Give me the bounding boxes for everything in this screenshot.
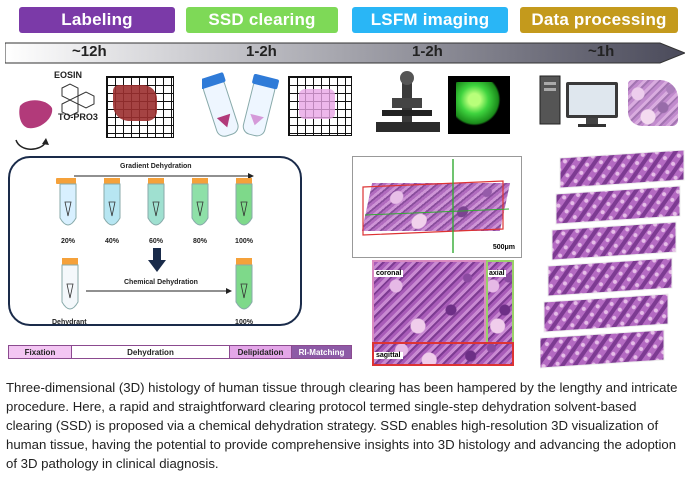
final-tube [235,258,253,310]
gradient-step-60: 60% [148,238,163,245]
time-labeling: ~12h [72,43,107,60]
time-clearing: 1-2h [246,43,277,60]
time-imaging: 1-2h [412,43,443,60]
computer-icon [539,75,618,127]
stage-data-processing: Data processing [520,7,678,33]
gradient-step-80: 80% [192,238,207,245]
down-arrow-icon [148,248,166,272]
gradient-step-100: 100% [235,238,253,245]
bar-fixation: Fixation [8,345,72,359]
stage-labeling: Labeling [19,7,175,33]
curved-arrow-icon [15,138,49,150]
dye-topro3-label: TO-PRO3 [58,112,98,122]
gradient-arrow [74,173,254,179]
bar-ri-matching: RI-Matching [292,345,352,359]
gradient-dehydration-title: Gradient Dehydration [120,163,192,170]
labeled-tissue-grid-image [106,76,174,138]
chemical-arrow [86,288,232,294]
stage-ssd-clearing: SSD clearing [186,7,338,33]
dye-eosin-label: EOSIN [54,70,83,80]
liver-tissue-icon [19,100,53,129]
dehydrant-label: Dehydrant [52,319,87,326]
cleared-tissue-grid-image [288,76,352,136]
time-processing: ~1h [588,43,615,60]
microscope-icon [376,71,440,132]
axial-view: axial [486,260,514,344]
chemical-end-label: 100% [235,319,253,326]
sagittal-view: sagittal [372,342,514,366]
axial-label: axial [488,270,506,277]
stage-lsfm-imaging: LSFM imaging [352,7,508,33]
dehydrant-tube [61,258,79,310]
gradient-tubes [56,178,253,226]
chemical-dehydration-title: Chemical Dehydration [124,279,198,286]
dehydration-panel [8,156,302,326]
volume-render-panel: 500μm [352,156,522,258]
sagittal-label: sagittal [374,352,403,359]
gradient-step-20: 20% [60,238,75,245]
stacked-slices-icon [540,150,685,369]
fluorescence-image [448,76,510,134]
timeline-arrow [5,42,685,64]
clearing-tubes-icon [202,72,279,137]
coronal-label: coronal [374,270,404,277]
bar-delipidation: Delipidation [230,345,292,359]
scale-bar-label: 500μm [492,244,515,251]
molecule-structure-icon [61,83,95,117]
gradient-step-40: 40% [104,238,119,245]
description-text: Three-dimensional (3D) histology of huma… [6,380,678,471]
processed-tissue-thumbnail [628,80,678,126]
coronal-view: coronal [372,260,486,344]
bar-dehydration: Dehydration [72,345,230,359]
